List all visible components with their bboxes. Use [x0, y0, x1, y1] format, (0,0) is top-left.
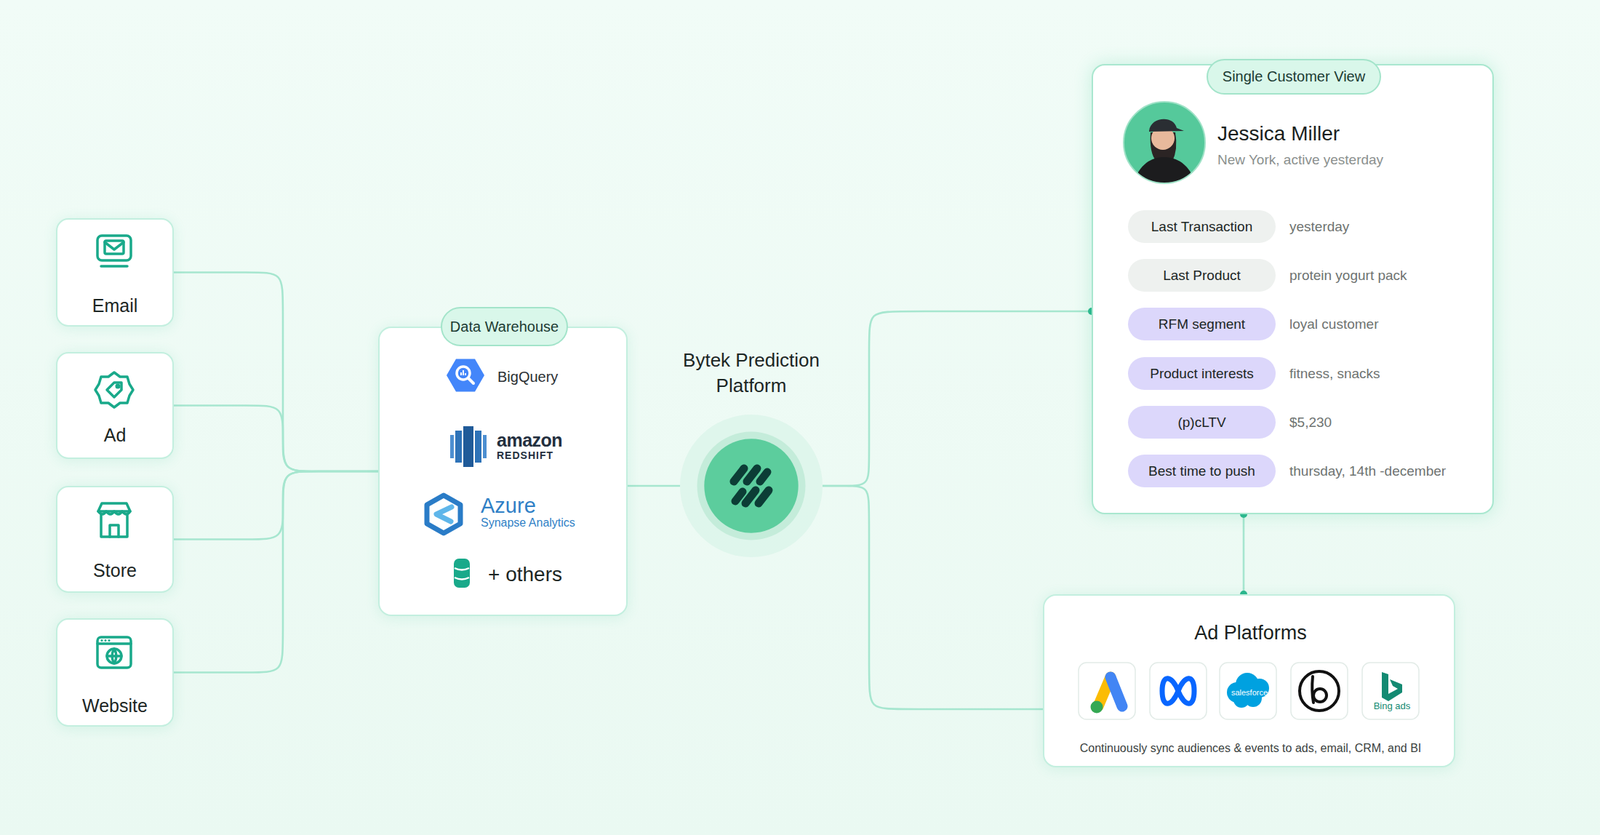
logo-wordmark: amazon — [496, 429, 599, 451]
attribute-name: Last Product — [1128, 258, 1276, 292]
group-heading: Data Warehouse — [440, 306, 568, 347]
box-title: Ad Platforms — [1044, 620, 1457, 646]
connector-line — [627, 485, 680, 488]
connector-line — [822, 485, 1043, 710]
attribute-name: (p)cLTV — [1128, 405, 1276, 439]
connector-line — [173, 471, 379, 673]
logo-wordmark: Bing ads — [1366, 700, 1418, 712]
source-label: Email — [57, 292, 173, 319]
connector-line — [1242, 514, 1246, 595]
source-label: Website — [57, 692, 173, 719]
attribute-pill: Best time to push — [1128, 454, 1276, 488]
platform-title: Bytek Prediction Platform — [656, 347, 846, 400]
logo-wordmark: BigQuery — [497, 366, 622, 387]
attribute-pill: RFM segment — [1128, 307, 1276, 341]
source-box: Ad — [56, 352, 174, 459]
circle-outline — [680, 414, 823, 558]
attribute-name: Best time to push — [1128, 454, 1276, 488]
connector-line — [173, 272, 379, 472]
source-box: Website — [56, 618, 174, 727]
customer-name: Jessica Miller — [1217, 120, 1480, 147]
more-label: + others — [488, 562, 612, 587]
attribute-pill: Product interests — [1128, 357, 1276, 390]
attribute-pill: (p)cLTV — [1128, 405, 1276, 439]
logo-wordmark: REDSHIFT — [496, 448, 599, 462]
attribute-pill: Last Product — [1128, 258, 1276, 292]
circle-ring — [697, 432, 806, 541]
attribute-value: thursday, 14th -december — [1289, 454, 1494, 488]
attribute-name: Last Transaction — [1128, 210, 1276, 243]
ad-platforms-box: Ad Platforms salesforceBing adsContinuous… — [1042, 594, 1456, 768]
attribute-name: RFM segment — [1128, 307, 1276, 341]
attribute-value: fitness, snacks — [1289, 357, 1494, 390]
connector-line — [822, 311, 1092, 486]
customer-card: Single Customer ViewJessica MillerNew Yo… — [1091, 64, 1494, 515]
card-heading: Single Customer View — [1206, 58, 1382, 95]
logo-wordmark: Azure — [480, 493, 605, 518]
source-box: Email — [56, 218, 174, 327]
circle-ring — [704, 438, 798, 533]
customer-subtitle: New York, active yesterday — [1217, 150, 1480, 170]
source-label: Ad — [57, 421, 173, 448]
logo-wordmark: Synapse Analytics — [480, 515, 627, 531]
attribute-value: loyal customer — [1289, 307, 1494, 341]
source-label: Store — [57, 557, 173, 584]
connector-line — [173, 405, 379, 472]
box-caption: Continuously sync audiences & events to … — [1050, 740, 1451, 757]
warehouse-box: Data WarehouseBigQueryamazonREDSHIFTAzur… — [378, 326, 628, 616]
source-box: Store — [56, 485, 174, 593]
attribute-value: $5,230 — [1289, 405, 1494, 439]
circle-ring — [680, 414, 823, 558]
logo-wordmark: salesforce — [1221, 686, 1278, 699]
attribute-value: protein yogurt pack — [1289, 258, 1494, 292]
platform-circle: Bytek Prediction Platform — [680, 414, 823, 558]
connector-line — [173, 471, 379, 540]
attribute-name: Product interests — [1128, 357, 1276, 390]
attribute-pill: Last Transaction — [1128, 210, 1276, 243]
attribute-value: yesterday — [1289, 210, 1494, 243]
